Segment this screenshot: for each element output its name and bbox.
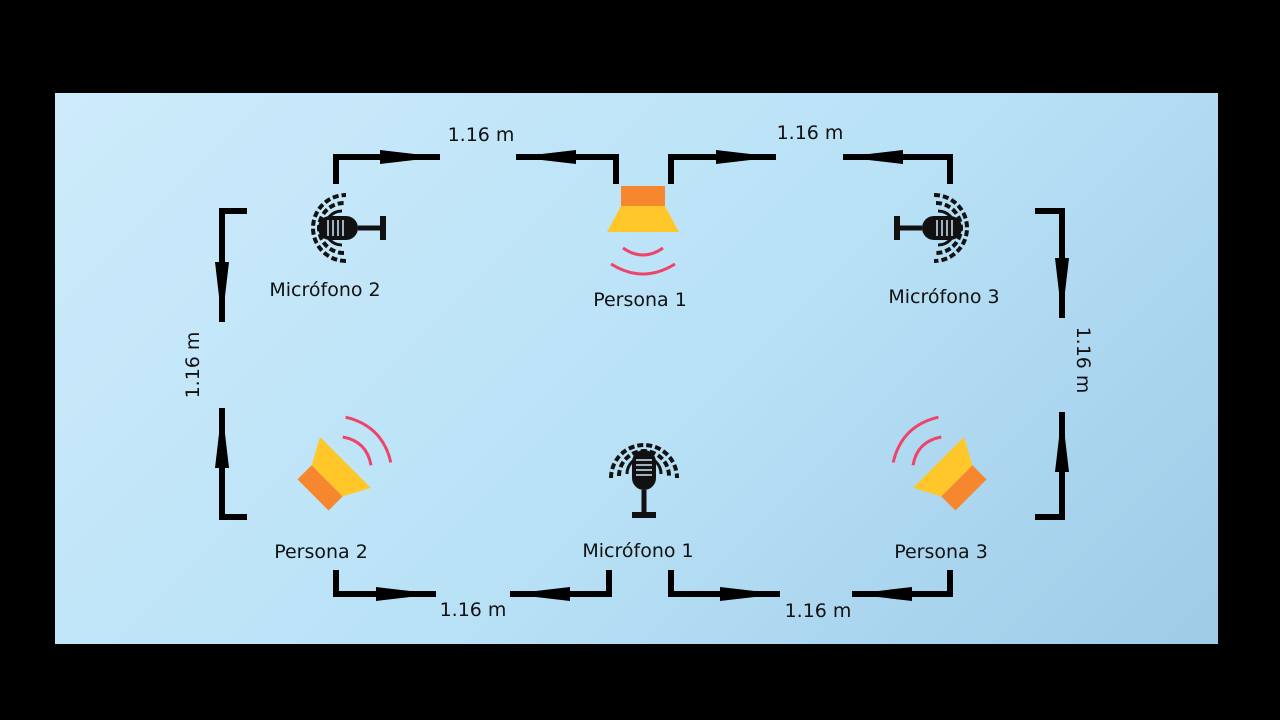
microphone-1-label: Micrófono 1 [582,540,694,562]
dimension-right: 1.16 m [1072,326,1094,394]
microphone-2-icon [313,195,386,261]
bracket-left [215,208,247,520]
dimension-bottom-right: 1.16 m [784,600,852,622]
dimension-left: 1.16 m [182,331,204,399]
bracket-top-left [333,150,619,184]
bracket-bottom-right [668,570,953,601]
bracket-right [1035,208,1069,520]
person-2-speaker-icon [286,405,403,522]
microphone-3-icon [894,195,967,261]
microphone-3-label: Micrófono 3 [888,286,1000,308]
person-1-label: Persona 1 [593,289,687,311]
person-3-label: Persona 3 [894,541,988,563]
dimension-top-right: 1.16 m [776,122,844,144]
bracket-top-right [668,150,953,184]
person-2-label: Persona 2 [274,541,368,563]
microphone-1-icon [611,445,677,518]
microphone-2-label: Micrófono 2 [269,279,381,301]
bracket-bottom-left [333,570,612,601]
person-1-speaker-icon [605,184,681,276]
dimension-bottom-left: 1.16 m [439,599,507,621]
person-3-speaker-icon [881,405,998,522]
diagram-panel [55,93,1218,644]
dimension-top-left: 1.16 m [447,124,515,146]
